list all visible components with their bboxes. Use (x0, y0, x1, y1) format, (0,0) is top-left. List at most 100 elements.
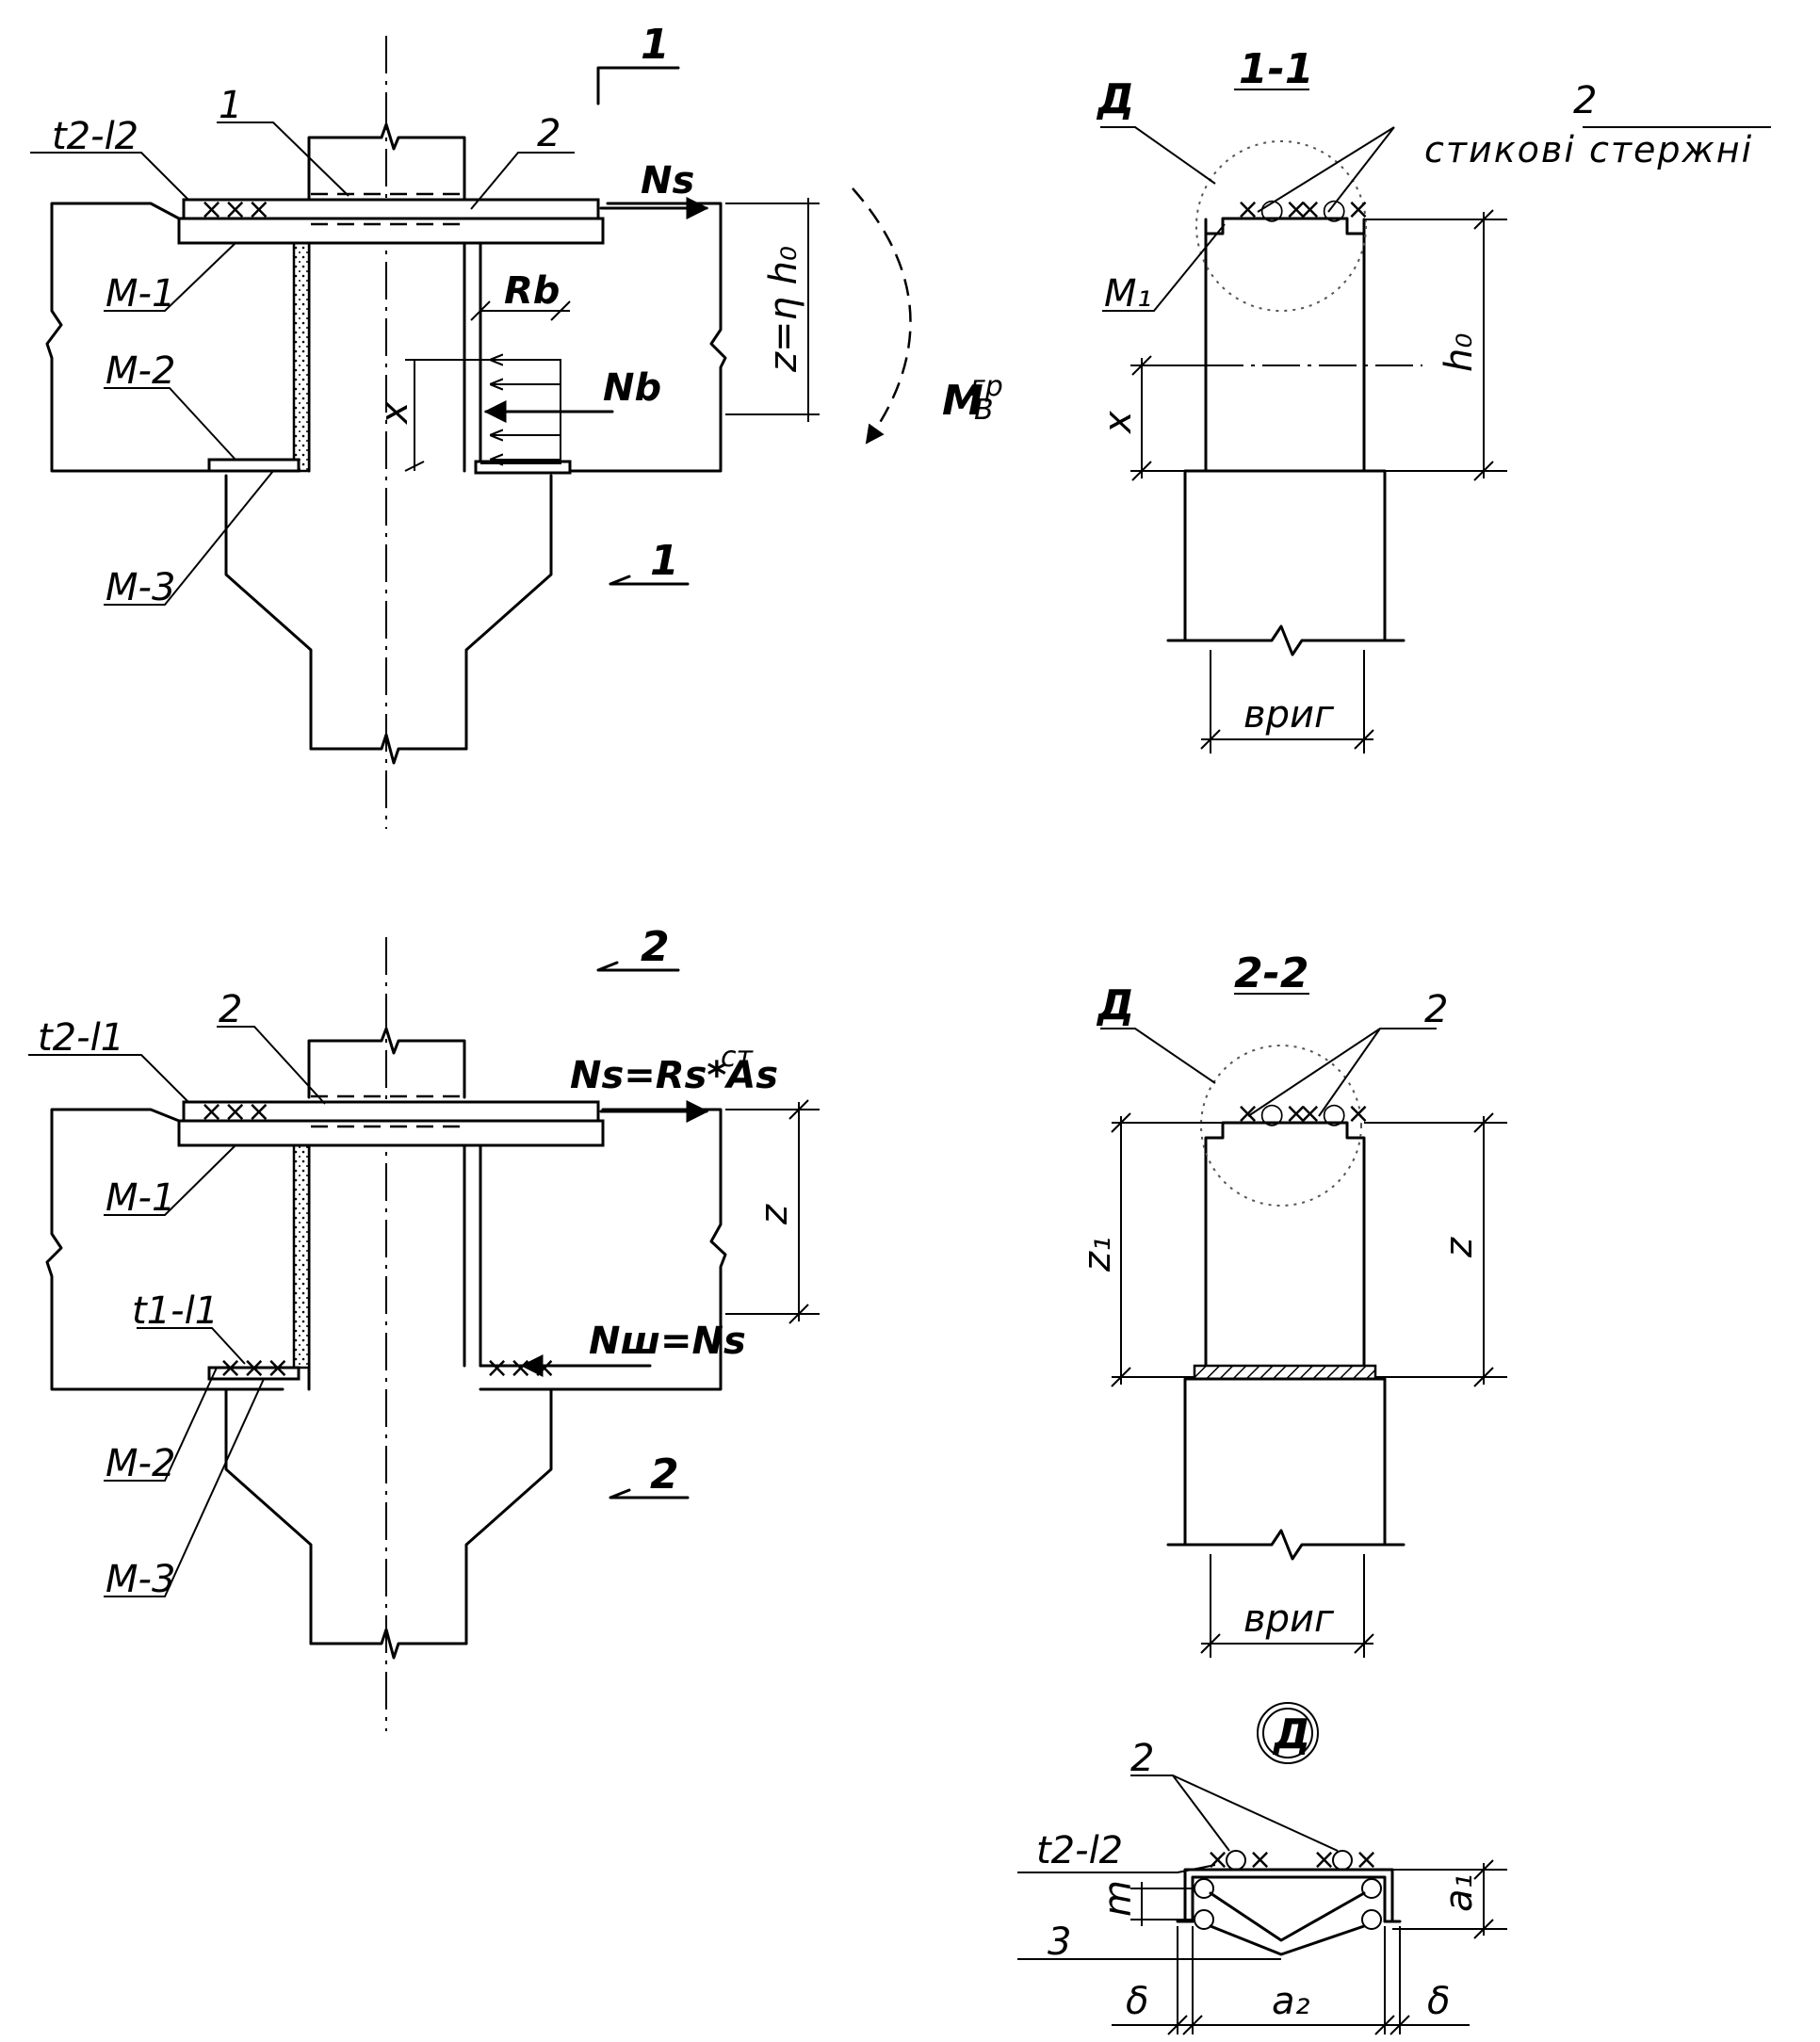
node1-moment-sub: B (974, 394, 994, 427)
leader-m2-2 (104, 1367, 218, 1482)
node1-rb-label: Rb (504, 269, 560, 313)
section11-x-label: x (1097, 411, 1140, 435)
h0-tick-top (1473, 209, 1494, 230)
node1-moment-sup: гр (970, 370, 1003, 403)
leader-bar1 (217, 122, 349, 197)
cut-mark-1-bottom (609, 575, 690, 586)
node1-weld-label: t2-l2 (52, 115, 138, 158)
detailD-a2-label: a₂ (1272, 1980, 1310, 2023)
detail-marker-inner (1262, 1708, 1313, 1758)
console-2 (224, 1387, 553, 1645)
weld-crosses-lower-right: ××× (485, 1352, 556, 1385)
a1-dim (1392, 1863, 1507, 1936)
column-section-2 (1183, 1377, 1387, 1547)
detail-circle (1195, 140, 1367, 312)
node2-m3-label: M-3 (106, 1558, 175, 1601)
left-beam (45, 202, 284, 473)
x-tick-top (1131, 355, 1152, 376)
node2-ns-sup: ст (721, 1041, 754, 1074)
x-dim (1130, 358, 1206, 478)
b-tick-right (1354, 729, 1374, 750)
b-dim (1201, 650, 1373, 754)
node-1-elevation: ××× (30, 36, 912, 829)
console (224, 474, 553, 751)
x-tick-bottom (404, 461, 425, 472)
column-section (1183, 469, 1387, 642)
node2-m1-label: M-1 (106, 1176, 175, 1220)
bar-circle-tr (1361, 1878, 1382, 1899)
h0-tick-bottom (1473, 461, 1494, 481)
section11-bars-desc: стикові стержні (1424, 129, 1753, 170)
cut-mark-2-bottom (609, 1488, 690, 1499)
weld-crosses-lower-left: ××× (219, 1352, 289, 1385)
leader-bars (1257, 126, 1771, 213)
bar-crosses-right: ×○× (1298, 193, 1370, 226)
section11-detail-label: Д (1096, 75, 1134, 123)
joint-bar-circle-left (1226, 1850, 1246, 1871)
section-2-2: ×○× ×○× (1100, 993, 1507, 1658)
node1-cut-bottom-label: 1 (650, 537, 679, 585)
inner-web (1209, 1891, 1366, 1956)
x-tick-bottom (1131, 461, 1152, 481)
detailD-a1-label: a₁ (1438, 1873, 1481, 1912)
leader-m2 (104, 387, 236, 461)
bar-crosses-left: ×○× (1236, 193, 1308, 226)
node1-cut-top-label: 1 (641, 21, 670, 69)
detail-d: × × × × (1017, 1702, 1507, 2035)
leader-m1 (1102, 223, 1226, 312)
section22-z1-label: z₁ (1076, 1237, 1119, 1272)
b-dim-2 (1201, 1554, 1373, 1658)
z1-tick-bottom (1111, 1367, 1131, 1387)
weld-crosses-2: ××× (200, 1095, 270, 1128)
a2-delta-dims (1112, 1926, 1470, 2034)
section11-title: 1-1 (1239, 45, 1314, 93)
detailD-m-label: m (1097, 1880, 1140, 1917)
z2-tick-top (788, 1099, 809, 1120)
leader-detail-2 (1100, 1028, 1216, 1084)
node2-m2-label: M-2 (106, 1442, 175, 1485)
detailD-weld-label: t2-l2 (1036, 1829, 1123, 1872)
a1-tick-top (1473, 1859, 1494, 1880)
node2-cut-bottom-label: 2 (650, 1450, 679, 1499)
column-break (1166, 624, 1406, 656)
d-tick-2 (1182, 2015, 1203, 2035)
beam-section-sides (1204, 218, 1366, 473)
node2-bar2-label: 2 (219, 988, 242, 1031)
upper-column-2 (307, 1027, 466, 1099)
leader-m3 (104, 470, 274, 606)
b-tick-left (1200, 729, 1221, 750)
zs-tick-top (1473, 1112, 1494, 1133)
leader-weld (30, 152, 189, 201)
concrete-fill (292, 217, 311, 473)
node2-cut-top-label: 2 (641, 923, 670, 971)
section22-title: 2-2 (1234, 949, 1309, 997)
b2-tick-right (1354, 1633, 1374, 1654)
cut-mark-2-top (596, 961, 680, 972)
plate-m1-2 (177, 1119, 605, 1147)
node1-bar2-label: 2 (537, 112, 561, 155)
cut-mark-1-top (596, 66, 680, 105)
leader-weld-lower (137, 1327, 246, 1365)
node2-z-label: z (753, 1204, 796, 1225)
node-2-elevation: ××× ××× ××× (28, 937, 820, 1731)
channel-inner (1191, 1875, 1387, 1923)
moment-arc (852, 187, 912, 445)
section22-bars-num: 2 (1424, 988, 1448, 1031)
weld-crosses: ××× (200, 193, 270, 226)
beam-section-sides-2 (1204, 1149, 1366, 1369)
leader-m3-2 (104, 1378, 265, 1597)
z-dim-section (1364, 1116, 1507, 1385)
section11-h0-label: h₀ (1438, 333, 1481, 372)
leader-detail (1100, 126, 1216, 185)
joint-bar-2 (182, 1100, 600, 1123)
z-dim-2 (725, 1102, 820, 1321)
bar-crosses-right-2: ×○× (1298, 1097, 1370, 1130)
leader-bars-d (1130, 1775, 1339, 1852)
joint-bar-circle-right (1332, 1850, 1353, 1871)
bar-crosses-left-2: ×○× (1236, 1097, 1308, 1130)
detailD-bars-num: 2 (1130, 1737, 1154, 1780)
node1-nb-label: Nb (603, 366, 661, 410)
angle-m1 (1204, 217, 1366, 235)
b2-tick-left (1200, 1633, 1221, 1654)
